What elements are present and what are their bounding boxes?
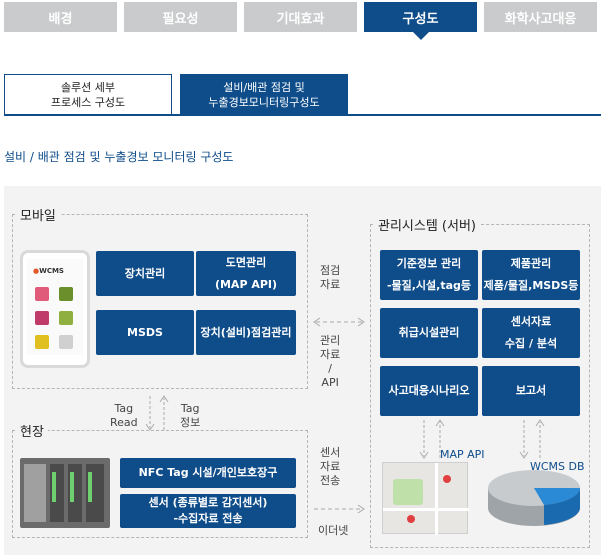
tag-info-label: Tag 정보 [180, 402, 200, 430]
mobile-panel-title: 모바일 [16, 205, 60, 224]
plc-device-image [20, 458, 110, 528]
app-icon [59, 335, 73, 349]
label-line: 센서 [320, 446, 341, 459]
bidirectional-arrow-icon [313, 317, 365, 327]
label-line: Tag [180, 402, 200, 415]
inspect-data-label: 점검 자료 [320, 264, 340, 292]
phone-brand: ●WCMS [33, 267, 64, 275]
label-line: / [328, 362, 332, 375]
site-panel-title: 현장 [16, 421, 48, 440]
product-management-button[interactable]: 제품관리 제품/물질,MSDS등 [482, 250, 580, 300]
top-tab-bar: 배경 필요성 기대효과 구성도 화학사고대응 [0, 2, 601, 40]
label-line: 정보 [180, 416, 201, 429]
section-title: 설비 / 배관 점검 및 누출경보 모니터링 구성도 [4, 150, 234, 164]
tag-read-label: Tag Read [110, 402, 138, 430]
app-icon [59, 287, 73, 301]
button-line2: 수집 / 분석 [504, 337, 558, 350]
manage-data-label: 관리 자료 / API [320, 334, 340, 390]
report-button[interactable]: 보고서 [482, 366, 580, 416]
button-line1: 센서자료 [510, 315, 552, 328]
tab-necessity[interactable]: 필요성 [124, 2, 237, 32]
tab-expected-effect[interactable]: 기대효과 [244, 2, 357, 32]
subtab-underline [4, 114, 601, 116]
database-icon [488, 470, 580, 526]
label-line: API [321, 376, 339, 389]
label-line: 점검 [320, 264, 341, 277]
tab-chemical-accident[interactable]: 화학사고대응 [484, 2, 597, 32]
arrow-icon [419, 419, 445, 459]
button-line1: 제품관리 [510, 257, 552, 270]
button-line1: 센서 (종류별로 감지센서) [148, 496, 268, 509]
subtab-line2: 누출경보모니터링구성도 [208, 95, 320, 109]
button-line1: 도면관리 [225, 255, 267, 269]
label-line: 관리 [320, 334, 341, 347]
sensor-data-button[interactable]: 센서자료 수집 / 분석 [482, 308, 580, 358]
tab-background[interactable]: 배경 [4, 2, 117, 32]
map-image [382, 462, 469, 535]
app-icon [59, 311, 73, 325]
device-management-button[interactable]: 장치관리 [96, 251, 194, 296]
db-label: WCMS DB [530, 460, 585, 473]
facility-handling-button[interactable]: 취급시설관리 [380, 308, 478, 358]
subtab-solution-process[interactable]: 솔루션 세부 프로세스 구성도 [4, 74, 172, 115]
app-icon [35, 335, 49, 349]
msds-button[interactable]: MSDS [96, 310, 194, 355]
map-api-label: MAP API [440, 448, 485, 461]
label-line: Read [110, 416, 138, 429]
button-line2: -물질,시설,tag등 [386, 279, 472, 292]
phone-image: ●WCMS [20, 250, 90, 368]
arrow-icon [519, 419, 545, 459]
drawing-management-button[interactable]: 도면관리 (MAP API) [196, 251, 296, 296]
tab-configuration[interactable]: 구성도 [364, 2, 477, 40]
label-line: Tag [114, 402, 134, 415]
right-arrow-icon [314, 504, 365, 514]
base-info-button[interactable]: 기준정보 관리 -물질,시설,tag등 [380, 250, 478, 300]
phone-screen: ●WCMS [27, 259, 83, 355]
subtab-line2: 프로세스 구성도 [50, 95, 126, 109]
accident-scenario-button[interactable]: 사고대응시나리오 [380, 366, 478, 416]
label-line: 자료 [320, 278, 341, 291]
subtab-line1: 솔루션 세부 [60, 80, 116, 94]
server-panel-title: 관리시스템 (서버) [374, 215, 480, 234]
label-line: 전송 [320, 474, 341, 487]
subtab-line1: 설비/배관 점검 및 [223, 80, 305, 94]
facility-inspection-button[interactable]: 장치(설비)점검관리 [196, 310, 296, 355]
button-line1: 기준정보 관리 [396, 257, 462, 270]
label-line: 자료 [320, 460, 341, 473]
ethernet-label: 이더넷 [318, 524, 349, 537]
app-icon [35, 287, 49, 301]
subtab-inspection-monitoring[interactable]: 설비/배관 점검 및 누출경보모니터링구성도 [180, 74, 348, 115]
button-line2: (MAP API) [214, 277, 278, 291]
sensor-data-label: 센서 자료 전송 [320, 446, 340, 488]
vertical-arrows-icon [145, 395, 169, 431]
app-icon [35, 311, 49, 325]
button-line2: 제품/물질,MSDS등 [483, 279, 579, 292]
label-line: 자료 [320, 348, 341, 361]
nfc-tag-button[interactable]: NFC Tag 시설/개인보호장구 [120, 458, 296, 488]
button-line2: -수집자료 전송 [173, 512, 243, 525]
sensor-transmit-button[interactable]: 센서 (종류별로 감지센서) -수집자료 전송 [120, 494, 296, 528]
